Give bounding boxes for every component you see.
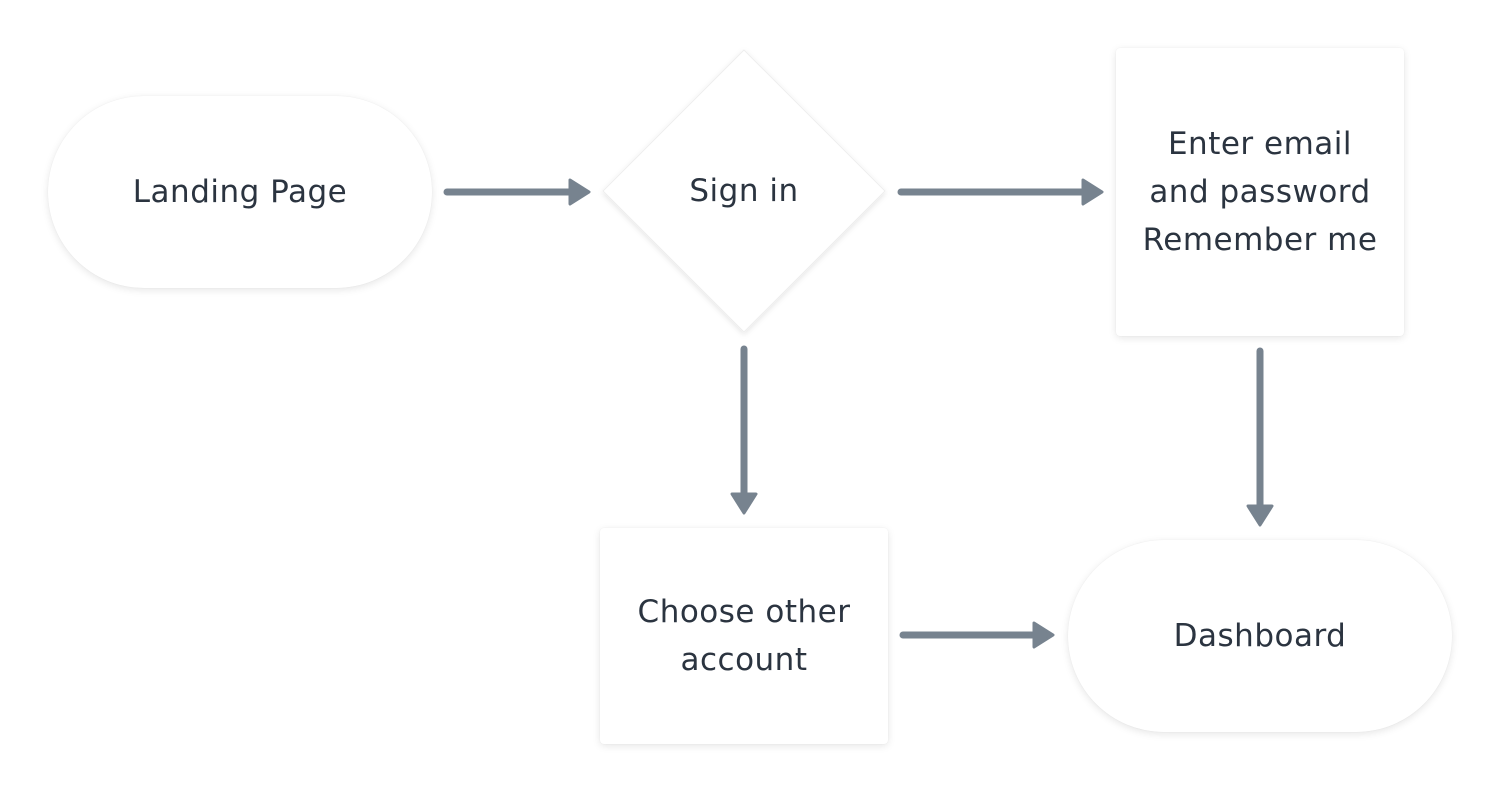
node-landing-page[interactable]: Landing Page — [48, 96, 432, 288]
node-credentials[interactable]: Enter email and password Remember me — [1116, 48, 1404, 336]
arrow-signin-to-credentials — [897, 178, 1104, 206]
node-dashboard[interactable]: Dashboard — [1068, 540, 1452, 732]
node-dashboard-label: Dashboard — [1173, 618, 1347, 654]
node-credentials-line-3: Remember me — [1142, 222, 1378, 258]
arrow-choose-account-to-dashboard — [899, 621, 1055, 649]
node-landing-page-label: Landing Page — [132, 174, 348, 210]
arrow-credentials-to-dashboard — [1246, 347, 1274, 527]
node-choose-account-line-1: Choose other — [637, 594, 851, 630]
decision-diamond-shape — [602, 49, 886, 333]
arrow-landing-to-signin — [443, 178, 591, 206]
node-choose-account-line-2: account — [680, 642, 808, 678]
node-sign-in-label: Sign in — [689, 173, 799, 209]
node-sign-in[interactable]: Sign in — [601, 48, 887, 334]
node-credentials-line-2: and password — [1149, 174, 1371, 210]
node-credentials-line-1: Enter email — [1167, 126, 1353, 162]
node-choose-other-account[interactable]: Choose other account — [600, 528, 888, 744]
arrow-signin-to-choose-account — [730, 345, 758, 515]
